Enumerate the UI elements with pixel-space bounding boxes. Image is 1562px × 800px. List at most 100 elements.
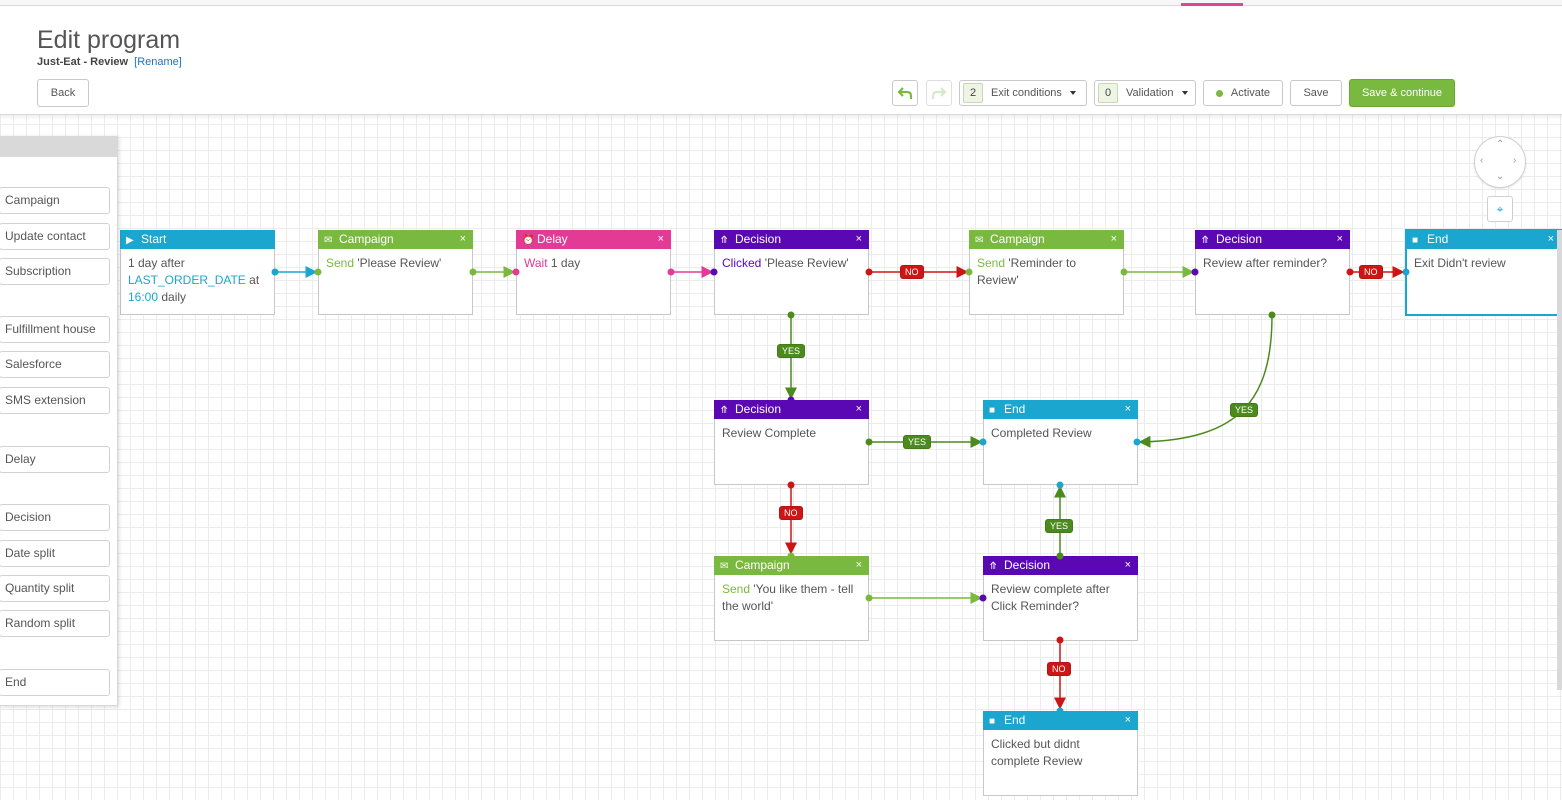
node-campaign-reminder[interactable]: ✉Campaign× Send 'Reminder to Review' <box>969 230 1124 315</box>
top-strip <box>0 0 1562 6</box>
undo-button[interactable] <box>892 80 918 106</box>
stop-square-icon: ■ <box>989 405 996 416</box>
page-header: Edit program Just-Eat - Review [Rename] … <box>0 6 1562 115</box>
node-header: ✉Campaign× <box>318 230 473 249</box>
node-header: ⤊Decision× <box>983 556 1138 575</box>
save-button[interactable]: Save <box>1290 80 1342 106</box>
rename-link[interactable]: [Rename] <box>134 56 182 68</box>
palette-item-update-contact[interactable]: Update contact <box>0 223 110 250</box>
validation-dropdown[interactable]: 0 Validation <box>1094 80 1196 106</box>
node-title: Decision <box>735 232 782 246</box>
palette-item-salesforce[interactable]: Salesforce <box>0 351 110 378</box>
undo-icon <box>897 87 913 99</box>
node-body: Send 'Please Review' <box>319 249 472 278</box>
validation-count: 0 <box>1098 83 1118 103</box>
close-icon[interactable]: × <box>1124 403 1131 415</box>
palette-item-subscription[interactable]: Subscription <box>0 258 110 285</box>
start-offset: 1 day after <box>128 256 185 270</box>
palette-item-campaign[interactable]: Campaign <box>0 187 110 214</box>
palette-item-sms-extension[interactable]: SMS extension <box>0 387 110 414</box>
node-header: ▶Start <box>120 230 275 249</box>
envelope-icon: ✉ <box>324 235 333 246</box>
caret-down-icon <box>1069 91 1076 95</box>
alarm-clock-icon: ⏰ <box>522 235 535 246</box>
node-text: 'You like them - tell the world' <box>722 582 854 613</box>
pan-control[interactable]: ⌃ ⌄ ‹ › <box>1474 136 1526 188</box>
node-delay[interactable]: ⏰Delay× Wait 1 day <box>516 230 671 315</box>
close-icon[interactable]: × <box>459 233 466 245</box>
node-text: Clicked but didnt complete Review <box>991 737 1083 768</box>
back-button[interactable]: Back <box>37 79 89 107</box>
close-icon[interactable]: × <box>1124 559 1131 571</box>
exit-conditions-label: Exit conditions <box>991 87 1062 99</box>
node-body: Review complete after Click Reminder? <box>984 575 1137 621</box>
node-header: ■End× <box>983 400 1138 419</box>
status-dot-icon <box>1215 89 1223 97</box>
close-icon[interactable]: × <box>1124 714 1131 726</box>
close-icon[interactable]: × <box>657 233 664 245</box>
palette-item-end[interactable]: End <box>0 669 110 696</box>
activate-button[interactable]: Activate <box>1203 80 1283 106</box>
start-at: at <box>249 273 260 287</box>
vertical-scrollbar[interactable] <box>1557 230 1562 690</box>
no-tag: NO <box>1359 265 1383 279</box>
pan-left-icon[interactable]: ‹ <box>1480 155 1484 166</box>
close-icon[interactable]: × <box>1110 233 1117 245</box>
node-body: Review Complete <box>715 419 868 448</box>
pan-down-icon[interactable]: ⌄ <box>1496 171 1505 182</box>
active-tab-indicator <box>1181 3 1243 6</box>
palette-item-delay[interactable]: Delay <box>0 446 110 473</box>
node-text: Exit Didn't review <box>1414 256 1506 270</box>
node-end-didnt-review[interactable]: ■End× Exit Didn't review <box>1405 229 1562 316</box>
split-icon: ⤊ <box>720 235 729 246</box>
palette-item-decision[interactable]: Decision <box>0 504 110 531</box>
node-header: ⤊ Decision × <box>714 400 869 419</box>
split-icon: ⤊ <box>720 405 729 416</box>
palette-header[interactable] <box>0 137 117 157</box>
save-continue-button[interactable]: Save & continue <box>1349 79 1455 107</box>
node-start[interactable]: ▶Start 1 day after LAST_ORDER_DATE at 16… <box>120 230 275 315</box>
close-icon[interactable]: × <box>855 559 862 571</box>
close-icon[interactable]: × <box>855 233 862 245</box>
close-icon[interactable]: × <box>1547 233 1554 245</box>
node-decision-clicked[interactable]: ⤊ Decision × Clicked 'Please Review' <box>714 230 869 315</box>
pan-right-icon[interactable]: › <box>1513 155 1517 166</box>
validation-label: Validation <box>1126 87 1174 99</box>
node-body: Send 'Reminder to Review' <box>970 249 1123 295</box>
node-campaign-tell-the-world[interactable]: ✉Campaign× Send 'You like them - tell th… <box>714 556 869 641</box>
pan-up-icon[interactable]: ⌃ <box>1496 139 1505 150</box>
node-body: Completed Review <box>984 419 1137 448</box>
node-decision-after-click-reminder[interactable]: ⤊Decision× Review complete after Click R… <box>983 556 1138 641</box>
page-title: Edit program <box>37 26 181 54</box>
start-frequency: daily <box>161 290 187 304</box>
node-text: 'Please Review' <box>764 256 849 270</box>
close-icon[interactable]: × <box>1336 233 1343 245</box>
yes-tag: YES <box>1230 403 1259 417</box>
palette-item-date-split[interactable]: Date split <box>0 540 110 567</box>
palette-item-quantity-split[interactable]: Quantity split <box>0 575 110 602</box>
node-header: ■End× <box>983 711 1138 730</box>
node-end-clicked-not-complete[interactable]: ■End× Clicked but didnt complete Review <box>983 711 1138 796</box>
no-tag: NO <box>779 506 803 520</box>
node-verb: Clicked <box>722 256 762 270</box>
palette-item-random-split[interactable]: Random split <box>0 610 110 637</box>
node-end-completed-review[interactable]: ■End× Completed Review <box>983 400 1138 485</box>
node-body: 1 day after LAST_ORDER_DATE at 16:00 dai… <box>121 249 274 312</box>
node-decision-review-after-reminder[interactable]: ⤊Decision× Review after reminder? <box>1195 230 1350 315</box>
node-title: Decision <box>735 402 782 416</box>
close-icon[interactable]: × <box>855 403 862 415</box>
node-title: End <box>1427 232 1449 246</box>
node-campaign-please-review[interactable]: ✉Campaign× Send 'Please Review' <box>318 230 473 315</box>
center-view-icon[interactable]: ⌖ <box>1487 196 1513 222</box>
exit-conditions-dropdown[interactable]: 2 Exit conditions <box>959 80 1087 106</box>
node-text: Review after reminder? <box>1203 256 1328 270</box>
caret-down-icon <box>1181 91 1188 95</box>
node-header: ⏰Delay× <box>516 230 671 249</box>
node-body: Send 'You like them - tell the world' <box>715 575 868 621</box>
node-body: Review after reminder? <box>1196 249 1349 278</box>
node-decision-review-complete[interactable]: ⤊ Decision × Review Complete <box>714 400 869 485</box>
redo-button[interactable] <box>926 80 952 106</box>
node-title: Start <box>141 232 167 246</box>
node-body: Wait 1 day <box>517 249 670 278</box>
palette-item-fulfillment-house[interactable]: Fulfillment house <box>0 316 110 343</box>
